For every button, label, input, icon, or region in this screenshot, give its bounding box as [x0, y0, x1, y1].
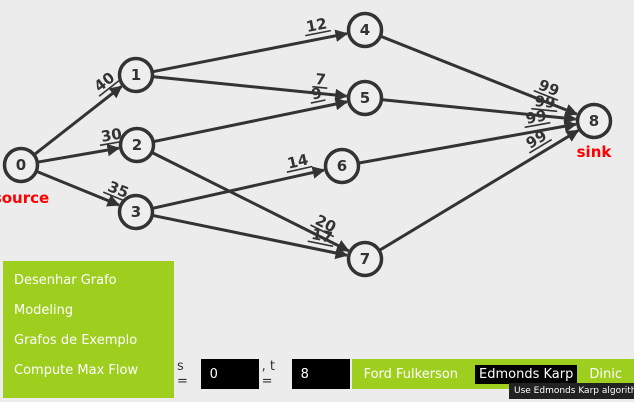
edge-capacity-underline: [98, 79, 121, 97]
edge-capacity-underline: [524, 121, 551, 129]
node-circle: [117, 56, 155, 94]
edge-1-4[interactable]: [151, 29, 349, 74]
edge-capacity-text: 7: [315, 70, 327, 89]
menu-compute-max-flow[interactable]: Compute Max Flow: [14, 363, 139, 378]
edge-2-7[interactable]: [151, 151, 350, 253]
edge-capacity-underline: [310, 224, 335, 238]
edge-0-1[interactable]: [33, 85, 123, 157]
node-circle: [346, 11, 384, 49]
sink-label: sink: [577, 143, 613, 161]
ford-fulkerson-button[interactable]: Ford Fulkerson: [363, 366, 459, 382]
menu-example-graphs[interactable]: Grafos de Exemplo: [14, 333, 138, 348]
edge-capacity-underline: [286, 165, 313, 173]
node-label: 1: [131, 66, 141, 84]
edge-capacity-text: 14: [286, 150, 310, 172]
node-circle: [346, 240, 384, 278]
algorithm-bar: Ford Fulkerson Edmonds Karp Dinic: [351, 359, 634, 389]
edge-capacity-3-7: 17: [307, 225, 334, 248]
source-input[interactable]: [200, 359, 259, 389]
edge-capacity-1-5: 7: [312, 70, 328, 89]
node-5[interactable]: 5: [346, 79, 384, 117]
edge-capacity-underline: [305, 29, 331, 37]
edge-3-6[interactable]: [151, 166, 326, 210]
edge-capacity-underline: [531, 107, 558, 113]
edge-3-7[interactable]: [151, 213, 349, 260]
edge-capacity-underline: [312, 85, 328, 89]
node-circle: [346, 79, 384, 117]
edge-capacity-text: 12: [305, 14, 329, 36]
max-flow-controls: s = , t = Ford Fulkerson Edmonds Karp Di…: [174, 359, 634, 389]
node-label: 6: [337, 157, 347, 175]
node-label: 3: [131, 203, 141, 221]
edge-capacity-text: 30: [100, 125, 124, 146]
edge-capacity-3-6: 14: [286, 150, 313, 173]
edge-6-8[interactable]: [357, 120, 578, 165]
node-circle: [2, 146, 40, 184]
node-circle: [323, 147, 361, 185]
edge-capacity-text: 17: [310, 225, 334, 247]
edge-capacity-underline: [307, 240, 334, 248]
node-label: 8: [589, 112, 599, 130]
edge-capacity-underline: [310, 99, 326, 104]
edge-0-3[interactable]: [35, 169, 121, 207]
menu-draw-graph[interactable]: Desenhar Grafo: [14, 273, 117, 288]
node-0[interactable]: 0: [2, 146, 40, 184]
node-7[interactable]: 7: [346, 240, 384, 278]
edge-capacity-underline: [528, 138, 553, 154]
edge-capacity-underline: [533, 89, 559, 101]
edge-capacity-1-4: 12: [305, 14, 331, 37]
side-menu: Desenhar Grafo Modeling Grafos de Exempl…: [3, 261, 174, 398]
node-6[interactable]: 6: [323, 147, 361, 185]
node-label: 5: [360, 89, 370, 107]
node-2[interactable]: 2: [118, 126, 156, 164]
node-circle: [117, 193, 155, 231]
edge-5-8[interactable]: [381, 98, 577, 125]
source-input-label: s =: [177, 359, 188, 389]
node-label: 2: [132, 136, 142, 154]
algorithm-tooltip: Use Edmonds Karp algorithm: [509, 383, 634, 399]
menu-modeling[interactable]: Modeling: [14, 303, 74, 318]
node-circle: [575, 102, 613, 140]
edge-1-5[interactable]: [152, 75, 348, 102]
edge-7-8[interactable]: [378, 129, 580, 252]
node-4[interactable]: 4: [346, 11, 384, 49]
edge-capacity-text: 99: [534, 92, 557, 112]
edge-capacity-text: 99: [524, 106, 548, 127]
node-3[interactable]: 3: [117, 193, 155, 231]
node-label: 4: [360, 21, 370, 39]
node-8[interactable]: 8: [575, 102, 613, 140]
node-1[interactable]: 1: [117, 56, 155, 94]
node-circle: [118, 126, 156, 164]
edge-capacity-5-8: 99: [531, 92, 558, 113]
edge-0-2[interactable]: [37, 143, 121, 164]
edmonds-karp-button[interactable]: Edmonds Karp: [475, 364, 578, 384]
edge-4-8[interactable]: [379, 34, 578, 116]
node-label: 7: [360, 250, 370, 268]
sink-input-label: , t =: [261, 359, 276, 389]
edge-capacity-6-8: 99: [524, 106, 551, 129]
node-label: 0: [16, 156, 26, 174]
source-label: source: [0, 189, 49, 207]
edge-capacity-2-5: 9: [310, 84, 326, 104]
sink-input[interactable]: [291, 359, 350, 389]
edge-capacity-text: 9: [310, 84, 324, 104]
edge-2-5[interactable]: [152, 97, 349, 144]
dinic-button[interactable]: Dinic: [589, 366, 622, 382]
